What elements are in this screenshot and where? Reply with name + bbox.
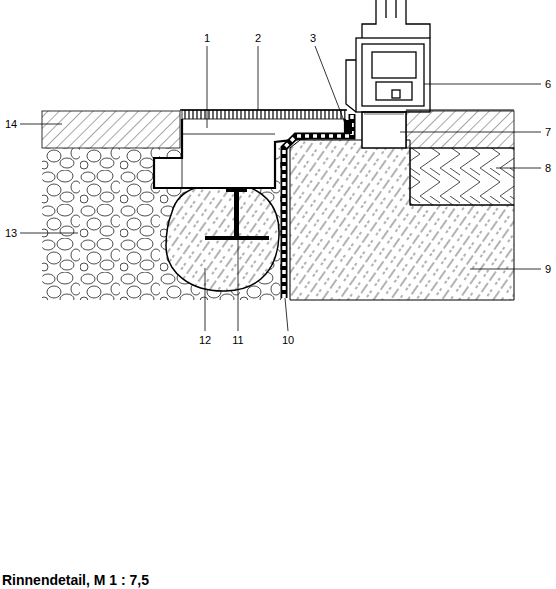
callout-number: 3 [310, 33, 316, 44]
grating [182, 110, 345, 119]
channel-edge [182, 158, 183, 188]
waterproofing [284, 114, 352, 298]
steel-profile [234, 188, 239, 236]
foundation-hatch [166, 184, 279, 291]
channel-edge [182, 134, 275, 135]
callout-number: 10 [282, 335, 294, 346]
concrete-foundation [166, 184, 279, 291]
slab-hatch [290, 140, 514, 300]
floor-line [406, 110, 514, 111]
callout-number: 14 [5, 119, 17, 130]
caption: Rinnendetail, M 1 : 7,5 [2, 572, 149, 588]
callout-number: 13 [5, 228, 17, 239]
callout-number: 8 [545, 163, 551, 174]
window-frame [346, 0, 430, 112]
callout-number: 1 [204, 33, 210, 44]
steel-flange [226, 188, 247, 192]
callout-number: 7 [545, 127, 551, 138]
grating-top [180, 109, 347, 111]
callout-number: 9 [545, 264, 551, 275]
paving [42, 111, 180, 148]
callout-number: 2 [255, 33, 261, 44]
leader-line [20, 46, 541, 331]
insulation [410, 148, 514, 205]
callout-number: 12 [199, 335, 211, 346]
callout-number: 6 [545, 79, 551, 90]
screed [406, 111, 514, 148]
paving-ground [42, 111, 180, 148]
window-support [362, 112, 406, 148]
callout-number: 11 [232, 335, 243, 346]
steel-flange [205, 236, 269, 240]
concrete-slab [290, 140, 514, 300]
sealing-strip [344, 120, 352, 134]
waterproofing-dash [284, 114, 352, 298]
